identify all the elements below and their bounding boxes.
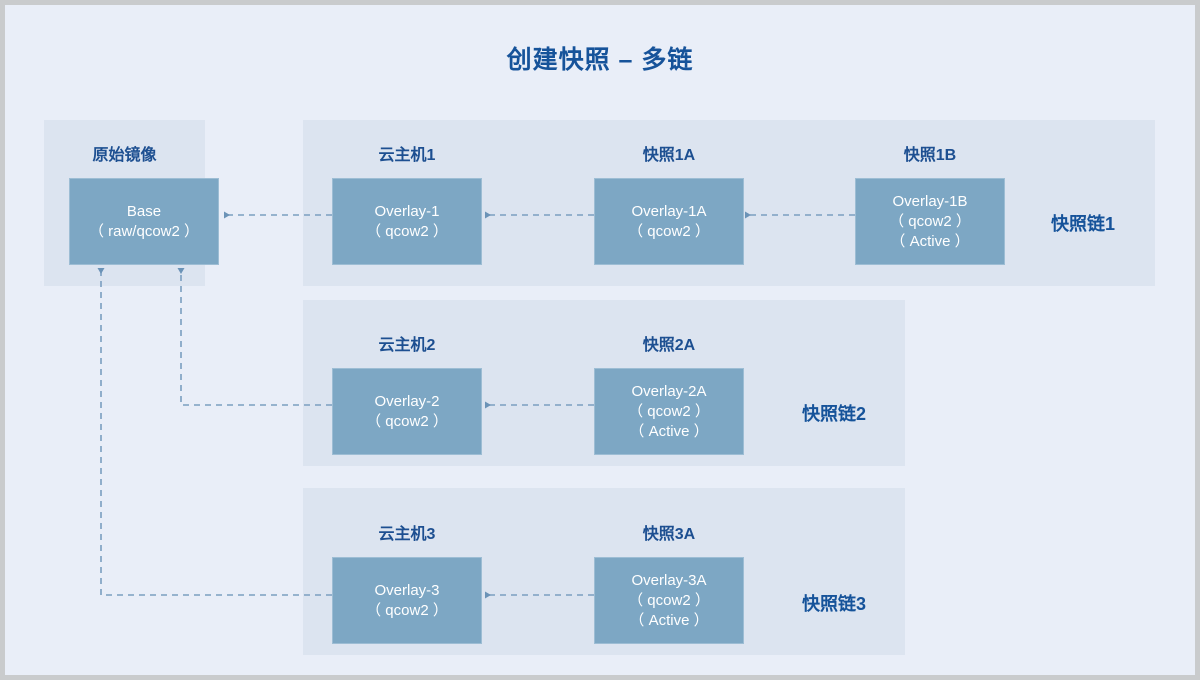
box-overlay-1b-line1: Overlay-1B <box>892 192 968 210</box>
box-overlay-1[interactable]: Overlay-1 （ qcow2 ） <box>332 178 482 265</box>
box-overlay-1a-line1: Overlay-1A <box>631 202 707 220</box>
label-snapshot-2a: 快照2A <box>642 337 696 354</box>
box-overlay-2a-line1: Overlay-2A <box>631 382 707 400</box>
box-overlay-1b[interactable]: Overlay-1B （ qcow2 ） （ Active ） <box>855 178 1005 265</box>
label-snapshot-3a: 快照3A <box>642 526 696 543</box>
label-vm-2: 云主机2 <box>378 337 436 354</box>
box-overlay-3[interactable]: Overlay-3 （ qcow2 ） <box>332 557 482 644</box>
box-overlay-3a-line3: （ Active ） <box>629 611 709 629</box>
box-overlay-2a[interactable]: Overlay-2A （ qcow2 ） （ Active ） <box>594 368 744 455</box>
label-snapshot-1a: 快照1A <box>642 147 696 164</box>
label-base-image: 原始镜像 <box>92 147 157 164</box>
box-base[interactable]: Base （ raw/qcow2 ） <box>69 178 219 265</box>
box-overlay-1-line2: （ qcow2 ） <box>366 222 448 240</box>
label-chain-3: 快照链3 <box>802 594 867 614</box>
label-chain-2: 快照链2 <box>802 404 867 424</box>
box-base-line2: （ raw/qcow2 ） <box>88 222 200 240</box>
box-overlay-3a[interactable]: Overlay-3A （ qcow2 ） （ Active ） <box>594 557 744 644</box>
label-snapshot-1b: 快照1B <box>903 147 957 164</box>
label-chain-1: 快照链1 <box>1051 214 1116 234</box>
box-overlay-2a-line3: （ Active ） <box>629 422 709 440</box>
diagram-canvas: 创建快照 – 多链 原始镜像 Base <box>5 5 1195 675</box>
page-title: 创建快照 – 多链 <box>506 46 694 74</box>
box-overlay-2-line2: （ qcow2 ） <box>366 412 448 430</box>
box-overlay-1-line1: Overlay-1 <box>374 202 440 220</box>
box-overlay-1b-line2: （ qcow2 ） <box>889 212 971 230</box>
box-overlay-3-line1: Overlay-3 <box>374 581 440 599</box>
box-overlay-3-line2: （ qcow2 ） <box>366 601 448 619</box>
box-overlay-1b-line3: （ Active ） <box>890 232 970 250</box>
box-overlay-2[interactable]: Overlay-2 （ qcow2 ） <box>332 368 482 455</box>
box-overlay-2-line1: Overlay-2 <box>374 392 440 410</box>
label-vm-3: 云主机3 <box>378 526 436 543</box>
box-overlay-1a[interactable]: Overlay-1A （ qcow2 ） <box>594 178 744 265</box>
box-overlay-3a-line1: Overlay-3A <box>631 571 707 589</box>
box-overlay-2a-line2: （ qcow2 ） <box>628 402 710 420</box>
box-overlay-1a-line2: （ qcow2 ） <box>628 222 710 240</box>
label-vm-1: 云主机1 <box>378 147 436 164</box>
box-base-line1: Base <box>126 202 162 220</box>
wire-overlay3-to-base <box>97 268 332 596</box>
box-overlay-3a-line2: （ qcow2 ） <box>628 591 710 609</box>
